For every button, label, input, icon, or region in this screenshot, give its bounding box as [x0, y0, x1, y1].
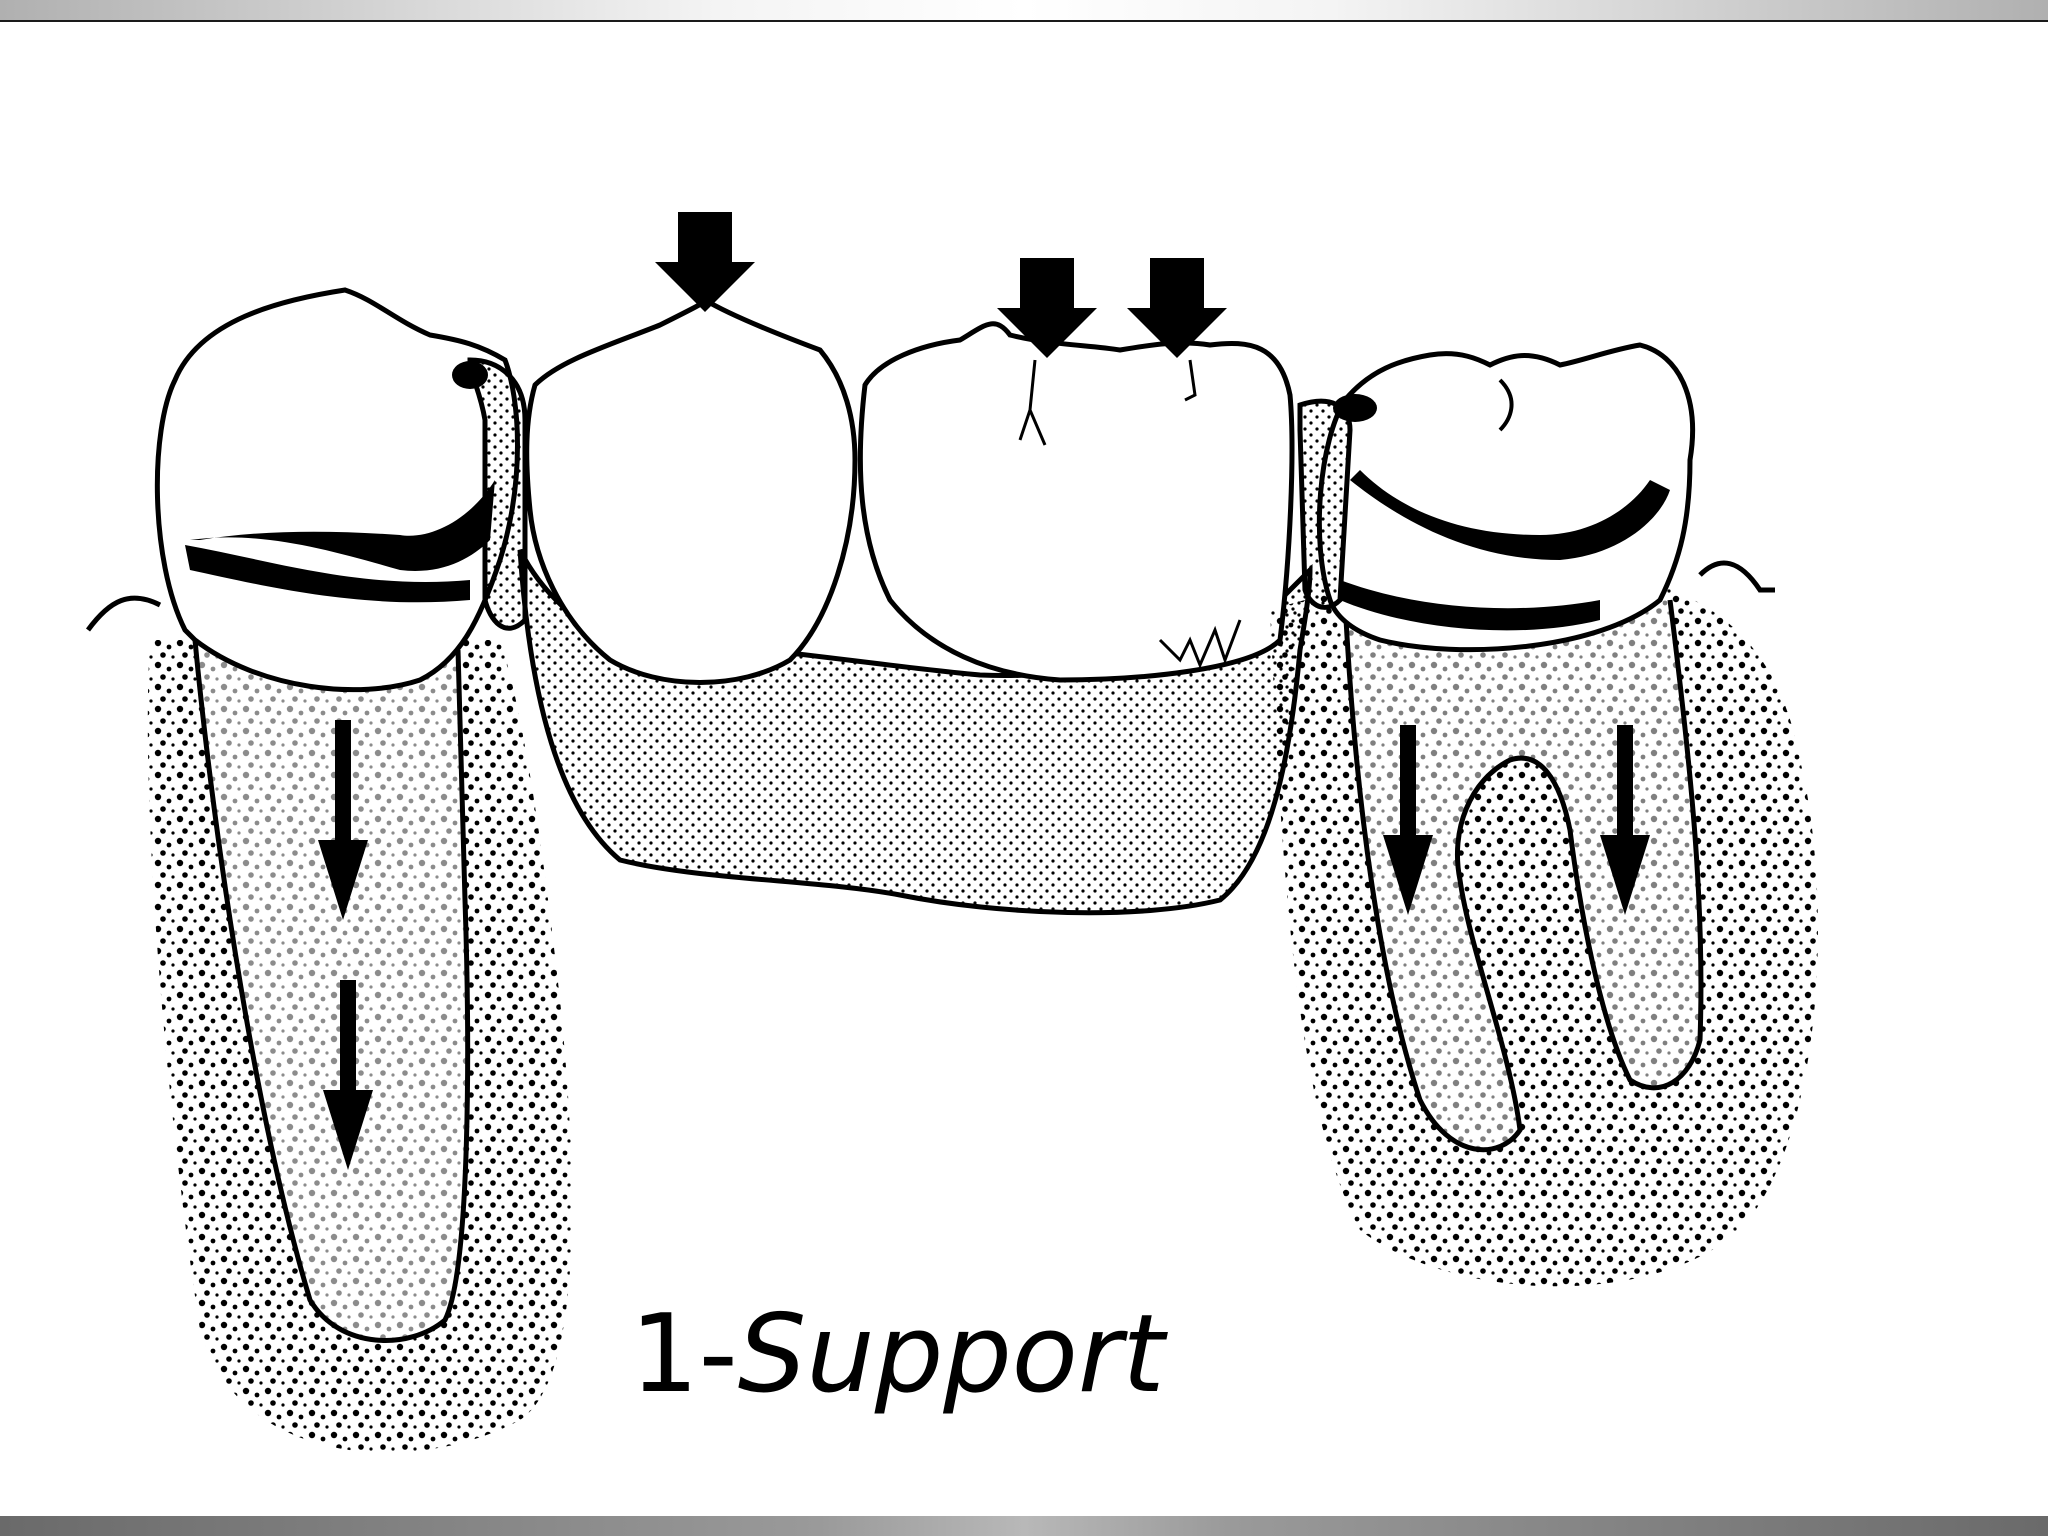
- occlusal-arrow-3: [1127, 258, 1227, 358]
- left-crown: [154, 287, 520, 693]
- pontic-tooth-2: [857, 321, 1295, 683]
- left-root-arrow-2: [323, 980, 373, 1170]
- occlusal-force-arrows: [655, 212, 1227, 358]
- left-occlusal-rest: [452, 361, 488, 389]
- left-clasp-band: [185, 545, 470, 603]
- left-root: [192, 639, 471, 1343]
- gingival-texture: [1158, 619, 1242, 669]
- left-minor-connector: [467, 357, 528, 631]
- right-root-arrow-2: [1600, 725, 1650, 915]
- right-clasp-band: [1340, 580, 1600, 631]
- occlusal-crack-left: [1018, 359, 1047, 446]
- occlusal-crack-right: [1184, 359, 1197, 402]
- left-root-arrow-1: [318, 720, 368, 920]
- right-gingival-line: [1698, 560, 1775, 593]
- right-mesial-root: [1342, 599, 1704, 1153]
- right-minor-connector: [1297, 398, 1353, 610]
- occlusal-arrow-1: [655, 212, 755, 312]
- caption-word: Support: [737, 1292, 1165, 1417]
- right-crown-groove: [1498, 378, 1514, 432]
- bottom-border-bar: [0, 1516, 2048, 1536]
- right-occlusal-rest: [1333, 394, 1377, 422]
- right-root-arrow-1: [1383, 725, 1433, 915]
- right-clasp-arm: [1350, 470, 1670, 560]
- root-force-arrows: [318, 720, 1650, 1170]
- top-border-bar: [0, 0, 2048, 22]
- left-gingival-line: [85, 595, 162, 632]
- pontic-tooth-1: [524, 297, 858, 685]
- left-clasp-arm: [190, 480, 495, 571]
- caption-number: 1-: [630, 1292, 738, 1417]
- occlusal-arrow-2: [997, 258, 1097, 358]
- right-crown: [1316, 342, 1696, 653]
- diagram-caption: 1-Support: [630, 1290, 1165, 1420]
